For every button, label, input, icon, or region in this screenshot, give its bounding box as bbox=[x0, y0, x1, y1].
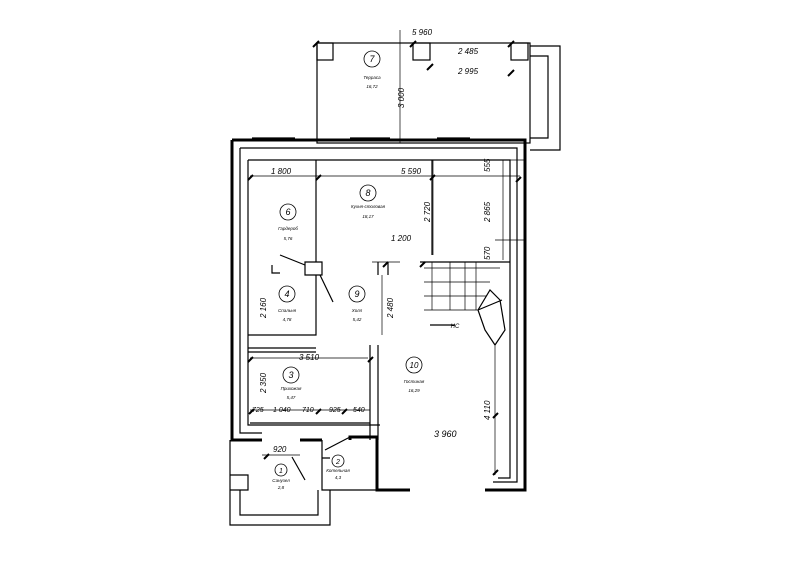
terrace bbox=[316, 42, 561, 151]
svg-text:5,47: 5,47 bbox=[287, 395, 296, 400]
svg-text:Санузел: Санузел bbox=[272, 478, 290, 483]
dim-3510: 3 510 bbox=[299, 353, 320, 362]
svg-text:18,17: 18,17 bbox=[362, 214, 374, 219]
dim-555: 555 bbox=[483, 158, 492, 172]
room-tag-9: 9 Холл 5,42 bbox=[348, 285, 366, 322]
dim-2350: 2 350 bbox=[259, 372, 268, 394]
svg-text:5,76: 5,76 bbox=[284, 236, 293, 241]
svg-text:4,78: 4,78 bbox=[283, 317, 292, 322]
dim-2865: 2 865 bbox=[483, 201, 492, 223]
svg-text:Гардероб: Гардероб bbox=[278, 226, 298, 231]
svg-text:4: 4 bbox=[284, 289, 289, 299]
svg-text:7: 7 bbox=[369, 54, 375, 64]
dim-2160: 2 160 bbox=[259, 297, 268, 319]
dim-920: 920 bbox=[273, 445, 287, 454]
room-tag-6: 6 Гардероб 5,76 bbox=[278, 203, 298, 241]
room-tag-8: 8 Кухня-столовая 18,17 bbox=[351, 184, 386, 219]
svg-text:3: 3 bbox=[288, 370, 293, 380]
room-tag-10: 10 Гостиная 16,29 bbox=[404, 356, 425, 393]
stair-label: НС bbox=[451, 324, 460, 330]
svg-text:4,3: 4,3 bbox=[335, 475, 342, 480]
svg-text:16,29: 16,29 bbox=[408, 388, 420, 393]
svg-text:10: 10 bbox=[410, 361, 419, 370]
room-tag-7: 7 Терраса 16,72 bbox=[363, 50, 381, 89]
dimension-lines bbox=[247, 30, 525, 476]
dim-2485: 2 485 bbox=[457, 47, 479, 56]
svg-text:Котельная: Котельная bbox=[326, 468, 350, 473]
svg-text:9: 9 bbox=[354, 289, 359, 299]
dim-5590: 5 590 bbox=[401, 167, 422, 176]
staircase[interactable]: НС bbox=[424, 262, 506, 346]
dimension-labels: 5 960 2 485 2 995 3 000 1 800 5 590 555 … bbox=[252, 28, 492, 454]
svg-text:1: 1 bbox=[279, 468, 283, 475]
dim-4110: 4 110 bbox=[483, 400, 492, 420]
room-tag-3: 3 Прихожая 5,47 bbox=[281, 366, 302, 400]
dim-570: 570 bbox=[483, 246, 492, 260]
room-tag-4: 4 Спальня 4,78 bbox=[278, 285, 297, 322]
svg-text:8: 8 bbox=[365, 188, 370, 198]
svg-text:Холл: Холл bbox=[351, 308, 363, 313]
dim-540: 540 bbox=[353, 407, 365, 414]
dim-2720: 2 720 bbox=[423, 201, 432, 223]
dim-3000: 3 000 bbox=[397, 87, 406, 108]
dim-1800: 1 800 bbox=[271, 167, 292, 176]
door-swings bbox=[271, 254, 351, 481]
svg-text:2: 2 bbox=[335, 459, 340, 466]
dim-1200: 1 200 bbox=[391, 234, 412, 243]
dim-3960: 3 960 bbox=[434, 429, 457, 439]
svg-text:6: 6 bbox=[285, 207, 290, 217]
svg-text:2,8: 2,8 bbox=[277, 485, 285, 490]
svg-text:Спальня: Спальня bbox=[278, 308, 297, 313]
dim-1040: 1 040 bbox=[273, 407, 291, 414]
exterior-walls bbox=[229, 137, 527, 526]
dim-925: 925 bbox=[329, 407, 341, 414]
dim-5960: 5 960 bbox=[412, 28, 433, 37]
dim-725: 725 bbox=[252, 407, 264, 414]
svg-text:16,72: 16,72 bbox=[366, 84, 378, 89]
dim-2480: 2 480 bbox=[386, 297, 395, 319]
svg-text:Прихожая: Прихожая bbox=[281, 386, 302, 391]
dim-710: 710 bbox=[302, 407, 314, 414]
room-tag-2: 2 Котельная 4,3 bbox=[326, 454, 350, 480]
svg-text:Гостиная: Гостиная bbox=[404, 379, 425, 384]
room-tag-1: 1 Санузел 2,8 bbox=[272, 463, 290, 490]
dim-2995: 2 995 bbox=[457, 67, 479, 76]
svg-text:Терраса: Терраса bbox=[363, 75, 381, 80]
svg-text:Кухня-столовая: Кухня-столовая bbox=[351, 204, 386, 209]
svg-text:5,42: 5,42 bbox=[353, 317, 362, 322]
